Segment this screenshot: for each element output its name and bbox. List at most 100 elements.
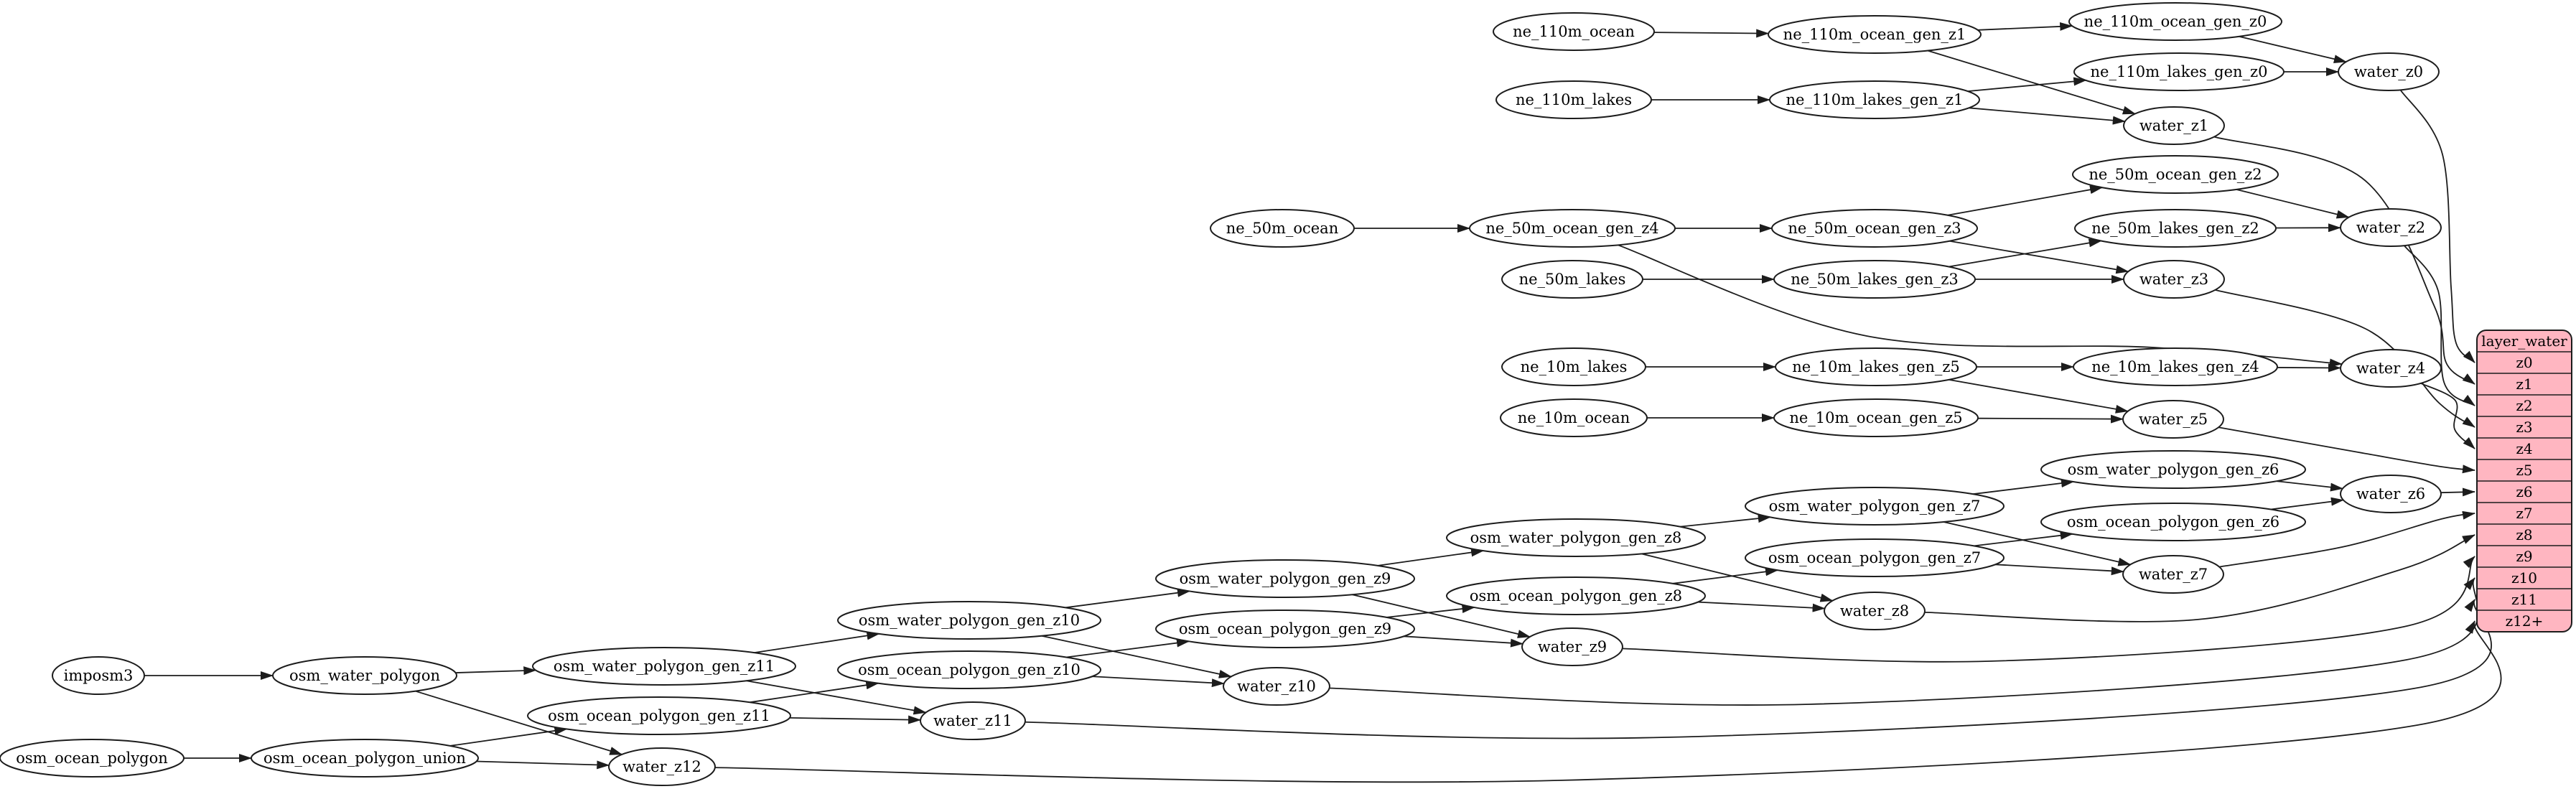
node-ne_10m_ocean_gen_z5: ne_10m_ocean_gen_z5	[1773, 398, 1979, 437]
node-label-water_z9: water_z9	[1538, 638, 1607, 655]
table-row-label-z7: z7	[2516, 505, 2532, 522]
node-label-ne_110m_ocean_gen_z1: ne_110m_ocean_gen_z1	[1783, 26, 1966, 43]
table-row-label-z11: z11	[2511, 591, 2537, 608]
edge-ne_50m_ocean_gen_z3-to-water_z3	[1949, 240, 2129, 274]
edge-water_z9-to-layer_water-z9	[1622, 556, 2475, 663]
node-ellipse-osm_water_polygon_gen_z7	[1745, 487, 2005, 526]
node-ellipse-osm_ocean_polygon_gen_z8	[1446, 576, 1706, 615]
node-water_z1: water_z1	[2123, 106, 2225, 145]
node-ellipse-water_z6	[2340, 475, 2442, 513]
node-water_z9: water_z9	[1521, 627, 1623, 666]
node-osm_ocean_polygon_union: osm_ocean_polygon_union	[251, 739, 479, 778]
node-osm_ocean_polygon: osm_ocean_polygon	[0, 739, 185, 778]
edge-osm_ocean_polygon_gen_z11-to-water_z11	[789, 715, 922, 724]
node-ellipse-ne_110m_lakes_gen_z0	[2073, 52, 2285, 91]
node-water_z12: water_z12	[608, 747, 716, 786]
edge-water_z8-to-layer_water-z8	[1924, 534, 2475, 622]
node-ellipse-water_z1	[2123, 106, 2225, 145]
node-label-osm_ocean_polygon_gen_z10: osm_ocean_polygon_gen_z10	[858, 661, 1081, 678]
table-row-label-z3: z3	[2516, 419, 2532, 436]
edge-osm_ocean_polygon_gen_z8-to-osm_ocean_polygon_gen_z7	[1672, 567, 1778, 584]
node-ellipse-water_z0	[2338, 52, 2440, 91]
edge-osm_water_polygon_gen_z10-to-osm_water_polygon_gen_z9	[1065, 588, 1190, 609]
edge-osm_water_polygon_gen_z11-to-osm_water_polygon_gen_z10	[754, 631, 880, 653]
node-label-imposm3: imposm3	[64, 667, 134, 684]
node-ellipse-osm_ocean_polygon_gen_z10	[837, 650, 1101, 689]
node-water_z6: water_z6	[2340, 475, 2442, 513]
node-label-osm_ocean_polygon_gen_z9: osm_ocean_polygon_gen_z9	[1179, 620, 1391, 638]
node-ellipse-water_z10	[1223, 667, 1330, 706]
node-label-water_z2: water_z2	[2356, 219, 2425, 236]
edge-osm_water_polygon_gen_z8-to-water_z8	[1641, 553, 1834, 602]
node-ne_110m_ocean_gen_z0: ne_110m_ocean_gen_z0	[2068, 2, 2282, 41]
node-label-water_z8: water_z8	[1840, 602, 1909, 620]
edge-ne_110m_ocean_gen_z0-to-water_z0	[2239, 35, 2347, 64]
table-row-label-z2: z2	[2516, 397, 2532, 414]
node-label-ne_110m_lakes_gen_z1: ne_110m_lakes_gen_z1	[1786, 91, 1964, 108]
table-row-label-z4: z4	[2516, 440, 2532, 457]
node-label-ne_110m_ocean: ne_110m_ocean	[1513, 23, 1635, 40]
node-ellipse-ne_10m_lakes_gen_z4	[2073, 347, 2278, 386]
node-ne_10m_lakes_gen_z4: ne_10m_lakes_gen_z4	[2073, 347, 2278, 386]
node-osm_water_polygon_gen_z8: osm_water_polygon_gen_z8	[1446, 518, 1706, 557]
edge-osm_water_polygon_gen_z7-to-osm_water_polygon_gen_z6	[1973, 479, 2074, 495]
node-ne_10m_lakes_gen_z5: ne_10m_lakes_gen_z5	[1775, 347, 1977, 386]
edge-osm_water_polygon_gen_z9-to-water_z9	[1352, 594, 1531, 638]
node-ellipse-ne_110m_ocean_gen_z0	[2068, 2, 2282, 41]
node-label-osm_water_polygon_gen_z11: osm_water_polygon_gen_z11	[554, 658, 775, 675]
table-row-label-z9: z9	[2516, 548, 2532, 565]
table-header-label: layer_water	[2481, 332, 2567, 350]
node-ellipse-ne_50m_ocean_gen_z2	[2072, 155, 2279, 194]
node-label-water_z7: water_z7	[2139, 566, 2208, 583]
node-osm_ocean_polygon_gen_z11: osm_ocean_polygon_gen_z11	[527, 696, 791, 735]
node-osm_ocean_polygon_gen_z6: osm_ocean_polygon_gen_z6	[2040, 503, 2306, 541]
node-ellipse-water_z3	[2123, 260, 2225, 299]
node-label-osm_ocean_polygon_gen_z11: osm_ocean_polygon_gen_z11	[548, 707, 770, 724]
node-water_z0: water_z0	[2338, 52, 2440, 91]
node-ellipse-ne_50m_lakes_gen_z3	[1773, 260, 1976, 299]
node-ne_110m_lakes_gen_z0: ne_110m_lakes_gen_z0	[2073, 52, 2285, 91]
node-osm_water_polygon_gen_z7: osm_water_polygon_gen_z7	[1745, 487, 2005, 526]
node-label-osm_water_polygon: osm_water_polygon	[289, 667, 440, 684]
node-label-ne_10m_ocean_gen_z5: ne_10m_ocean_gen_z5	[1789, 409, 1962, 426]
edge-osm_ocean_polygon_union-to-osm_ocean_polygon_gen_z11	[449, 726, 568, 747]
node-osm_ocean_polygon_gen_z8: osm_ocean_polygon_gen_z8	[1446, 576, 1706, 615]
edge-osm_water_polygon_gen_z10-to-water_z10	[1041, 635, 1232, 678]
edge-osm_ocean_polygon_gen_z9-to-osm_ocean_polygon_gen_z8	[1386, 604, 1475, 618]
node-ellipse-water_z7	[2122, 555, 2224, 594]
table-row-label-z8: z8	[2516, 526, 2532, 543]
node-ellipse-osm_water_polygon_gen_z11	[532, 647, 796, 686]
node-ellipse-osm_ocean_polygon	[0, 739, 185, 778]
node-label-ne_110m_ocean_gen_z0: ne_110m_ocean_gen_z0	[2084, 13, 2267, 30]
edge-ne_10m_lakes_gen_z5-to-water_z5	[1949, 379, 2129, 414]
node-ellipse-water_z9	[1521, 627, 1623, 666]
node-ellipse-osm_ocean_polygon_gen_z11	[527, 696, 791, 735]
node-ne_50m_ocean_gen_z4: ne_50m_ocean_gen_z4	[1469, 209, 1676, 248]
edge-ne_50m_ocean_gen_z3-to-ne_50m_ocean_gen_z2	[1947, 185, 2104, 216]
node-ellipse-ne_10m_lakes_gen_z5	[1775, 347, 1977, 386]
node-ellipse-ne_110m_lakes	[1495, 80, 1652, 119]
table-row-label-z5: z5	[2516, 462, 2532, 479]
nodes-layer: imposm3 osm_water_polygon osm_ocean_polygo…	[0, 2, 2442, 786]
node-water_z10: water_z10	[1223, 667, 1330, 706]
table-row-label-z0: z0	[2516, 354, 2532, 371]
layer-water-table: layer_waterz0z1z2z3z4z5z6z7z8z9z10z11z12…	[2476, 330, 2572, 632]
edge-osm_ocean_polygon_gen_z7-to-water_z7	[1995, 564, 2124, 576]
node-label-water_z5: water_z5	[2139, 411, 2208, 428]
node-label-ne_10m_ocean: ne_10m_ocean	[1518, 409, 1630, 426]
node-label-water_z10: water_z10	[1237, 678, 1316, 695]
node-ne_50m_ocean_gen_z2: ne_50m_ocean_gen_z2	[2072, 155, 2279, 194]
edge-ne_110m_lakes_gen_z1-to-ne_110m_lakes_gen_z0	[1967, 77, 2087, 92]
edge-osm_water_polygon-to-osm_water_polygon_gen_z11	[455, 666, 537, 676]
edge-osm_ocean_polygon_gen_z10-to-water_z10	[1092, 676, 1225, 688]
node-ellipse-water_z4	[2340, 349, 2442, 388]
edge-water_z3-to-layer_water-z3	[2215, 289, 2475, 428]
edge-osm_ocean_polygon_union-to-water_z12	[476, 760, 610, 770]
edge-water_z10-to-layer_water-z10	[1329, 577, 2479, 706]
node-osm_ocean_polygon_gen_z9: osm_ocean_polygon_gen_z9	[1155, 610, 1415, 648]
edge-water_z7-to-layer_water-z7	[2219, 510, 2475, 568]
node-label-water_z1: water_z1	[2139, 117, 2208, 134]
edge-osm_water_polygon_gen_z9-to-osm_water_polygon_gen_z8	[1377, 548, 1485, 566]
node-label-ne_50m_ocean_gen_z3: ne_50m_ocean_gen_z3	[1788, 220, 1961, 237]
